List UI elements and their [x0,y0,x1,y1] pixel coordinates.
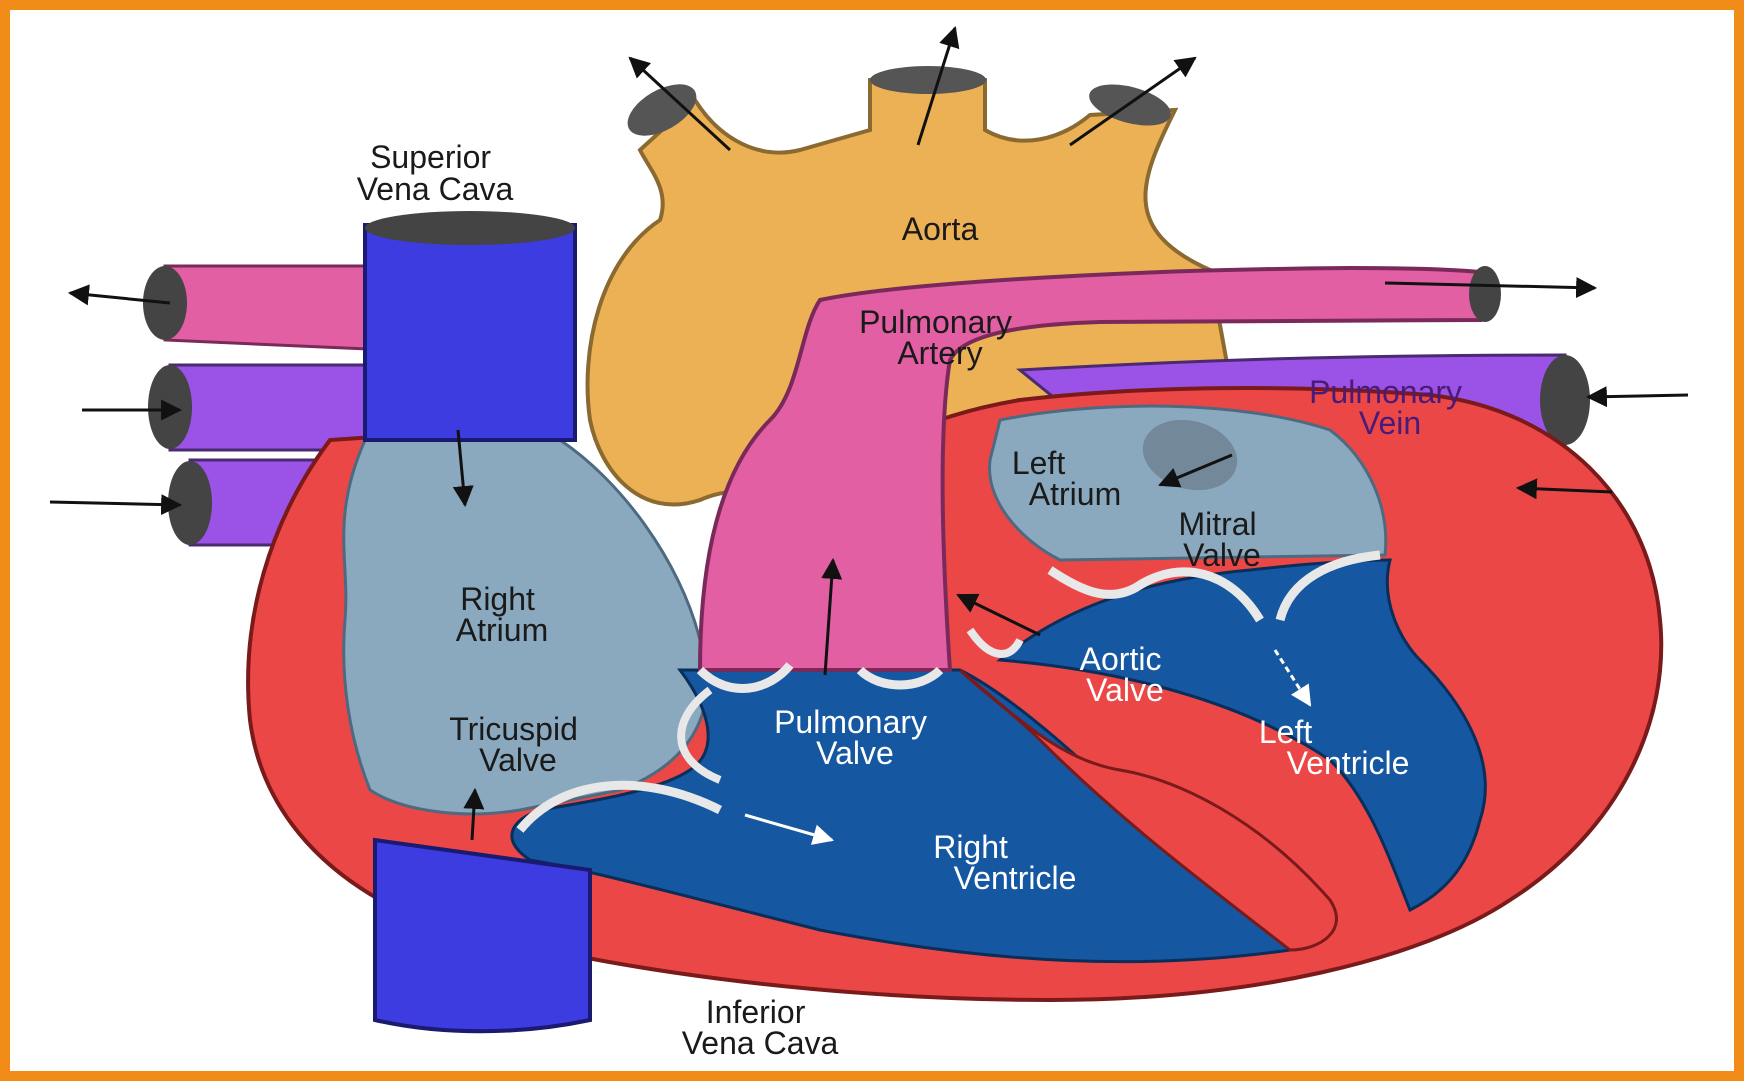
superior-vena-cava [365,225,575,440]
pulmonary-vein-left-upper-opening [148,365,192,449]
label-right-atrium: Right Atrium [456,581,548,648]
superior-vena-cava-opening [365,211,575,245]
label-aorta: Aorta [902,211,979,247]
inferior-vena-cava [375,840,590,1031]
label-mitral-valve: Mitral Valve [1178,506,1265,573]
label-inferior-vena-cava: Inferior Vena Cava [682,994,839,1061]
aorta-opening-middle [870,66,986,94]
pulmonary-artery-left-branch [165,266,390,350]
label-superior-vena-cava: Superior Vena Cava [357,139,514,207]
pulmonary-vein-right-upper-opening [1540,355,1590,445]
pulmonary-artery-right-opening [1469,266,1501,322]
arrow-pulmonary-vein-right-upper [1588,395,1688,397]
arrow-pulmonary-vein-left-lower [50,502,180,505]
pulmonary-vein-left-lower-opening [168,461,212,545]
label-aortic-valve: Aortic Valve [1080,641,1171,708]
